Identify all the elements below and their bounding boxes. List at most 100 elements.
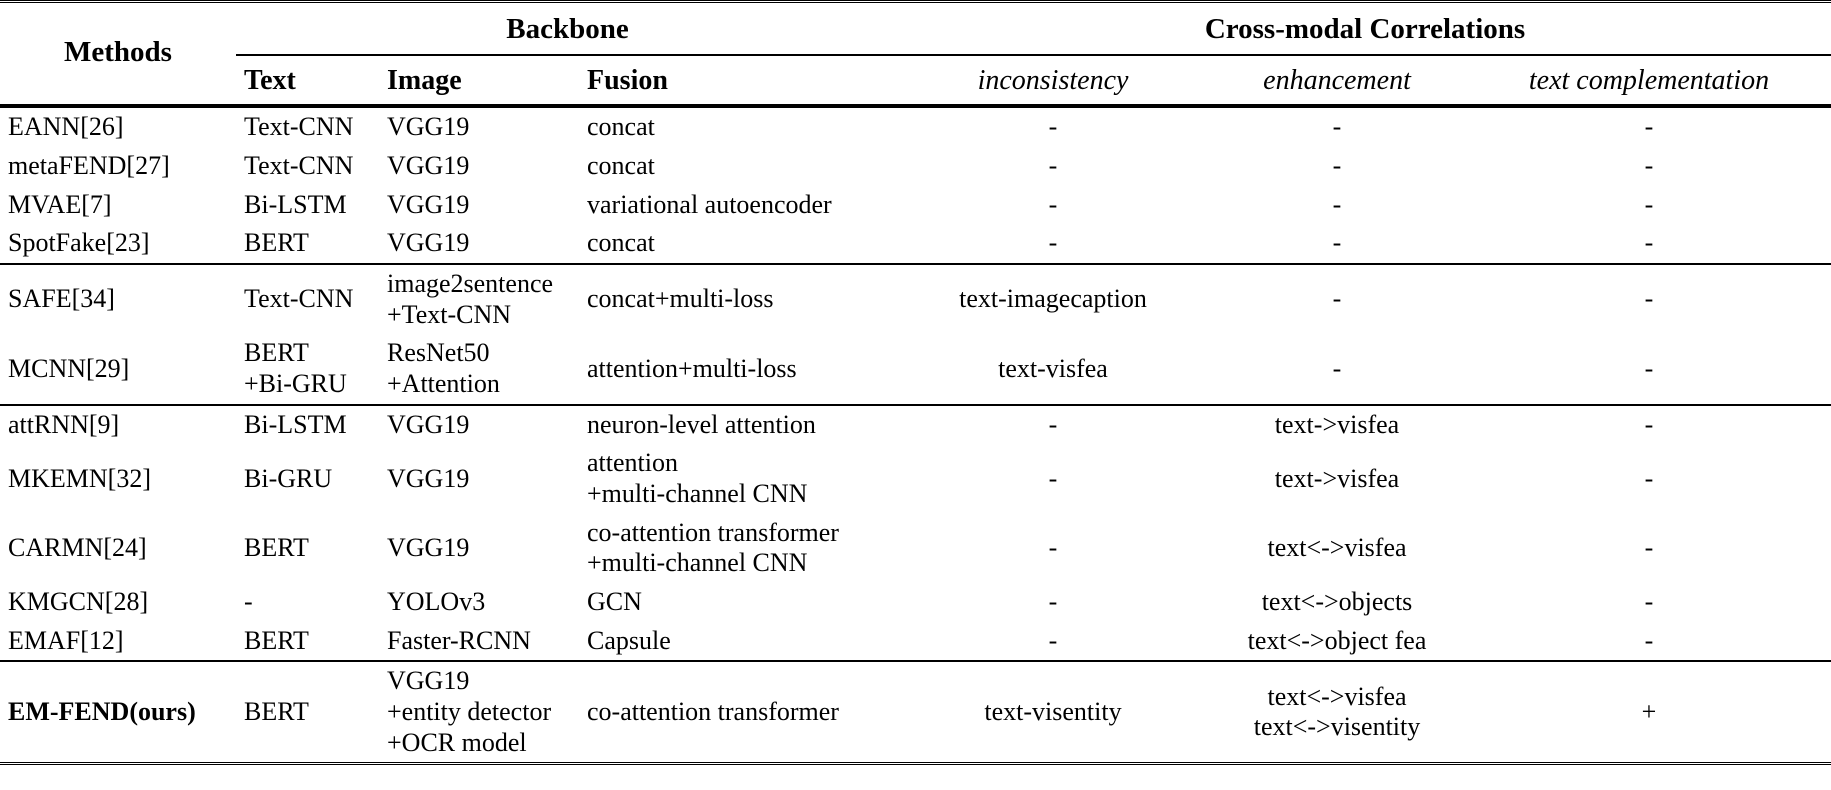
cell-method: EM-FEND(ours) [8, 697, 196, 726]
cell-image-backbone: Faster-RCNN [387, 625, 531, 655]
cell-method: EMAF[12] [8, 625, 124, 655]
cell-fusion: Capsule [587, 625, 671, 655]
header-group-cross-modal: Cross-modal Correlations [899, 3, 1831, 57]
header-enhancement: enhancement [1263, 65, 1411, 97]
cell-inconsistency: text-imagecaption [959, 284, 1147, 314]
cell-complementation: - [1644, 532, 1654, 562]
cell-method: attRNN[9] [8, 409, 120, 439]
cell-image-backbone: VGG19 [387, 409, 470, 439]
table-row: attRNN[9] Bi-LSTM VGG19 neuron-level attent… [0, 406, 1831, 445]
header-group-backbone: Backbone [236, 3, 899, 57]
header-methods: Methods [64, 35, 172, 68]
header-text: Text [244, 65, 296, 97]
cell-complementation: - [1644, 463, 1654, 493]
cell-method: CARMN[24] [8, 532, 147, 562]
sub-header-row: Text Image Fusion inconsistency enhancem… [0, 55, 1831, 105]
table-row: SAFE[34] Text-CNN image2sentence+Text-CNN c… [0, 265, 1831, 334]
cell-complementation: - [1644, 625, 1654, 655]
cell-image-backbone: VGG19 [387, 463, 470, 493]
cell-complementation: - [1644, 409, 1654, 439]
cell-image-backbone: VGG19 [387, 228, 470, 258]
cell-inconsistency: - [1048, 625, 1058, 655]
cell-method: EANN[26] [8, 112, 124, 142]
cell-inconsistency: - [1048, 532, 1058, 562]
cell-method: KMGCN[28] [8, 586, 149, 616]
cell-enhancement: - [1332, 112, 1342, 142]
header-inconsistency: inconsistency [977, 65, 1129, 97]
cell-text-backbone: Bi-LSTM [244, 409, 347, 439]
cell-fusion: co-attention transformer [587, 697, 839, 726]
cell-text-backbone: Bi-GRU [244, 463, 333, 493]
cell-image-backbone: VGG19 [387, 150, 470, 180]
cell-text-backbone: Text-CNN [244, 284, 354, 314]
cell-fusion: co-attention transformer+multi-channel C… [587, 517, 839, 578]
cell-method: MKEMN[32] [8, 463, 151, 493]
cell-enhancement: text->visfea [1274, 409, 1400, 439]
cell-text-backbone: BERT [244, 532, 309, 562]
cell-text-backbone: BERT [244, 697, 309, 726]
header-fusion: Fusion [587, 65, 668, 97]
cell-text-backbone: Text-CNN [244, 150, 354, 180]
cell-fusion: variational autoencoder [587, 189, 832, 219]
cell-inconsistency: - [1048, 150, 1058, 180]
cell-complementation: - [1644, 284, 1654, 314]
cell-method: MVAE[7] [8, 189, 112, 219]
cell-inconsistency: text-visfea [998, 353, 1108, 383]
group-header-row: Methods Backbone Cross-modal Correlation… [0, 3, 1831, 68]
cell-fusion: concat [587, 150, 655, 180]
header-image: Image [387, 65, 462, 97]
cell-enhancement: text<->visfea [1267, 532, 1407, 562]
cell-complementation: + [1641, 697, 1657, 726]
cell-method: SAFE[34] [8, 284, 115, 314]
cell-complementation: - [1644, 112, 1654, 142]
cell-inconsistency: - [1048, 112, 1058, 142]
cell-complementation: - [1644, 150, 1654, 180]
cell-image-backbone: VGG19 [387, 189, 470, 219]
table-row: EMAF[12] BERT Faster-RCNN Capsule - text<->ob… [0, 622, 1831, 662]
cell-inconsistency: text-visentity [984, 697, 1122, 726]
cell-fusion: attention+multi-loss [587, 353, 797, 383]
cell-fusion: concat+multi-loss [587, 284, 774, 314]
cell-complementation: - [1644, 353, 1654, 383]
header-text-complementation: text complementation [1528, 65, 1770, 97]
cell-fusion: neuron-level attention [587, 409, 816, 439]
cell-text-backbone: BERT [244, 625, 309, 655]
cell-image-backbone: VGG19 [387, 532, 470, 562]
cell-inconsistency: - [1048, 463, 1058, 493]
cell-image-backbone: YOLOv3 [387, 586, 486, 616]
cell-inconsistency: - [1048, 586, 1058, 616]
methods-comparison-table: Methods Backbone Cross-modal Correlation… [0, 0, 1831, 767]
cell-enhancement: - [1332, 228, 1342, 258]
cell-fusion: concat [587, 228, 655, 258]
header-bottom-rule [0, 104, 1831, 109]
cell-text-backbone: - [244, 586, 253, 616]
cell-method: MCNN[29] [8, 353, 130, 383]
cell-image-backbone: image2sentence+Text-CNN [387, 268, 554, 329]
cell-inconsistency: - [1048, 409, 1058, 439]
cell-method: SpotFake[23] [8, 228, 150, 258]
cell-enhancement: text<->object fea [1247, 625, 1427, 655]
table-top-rule [0, 0, 1831, 4]
cell-image-backbone: VGG19+entity detector+OCR model [387, 666, 552, 757]
cell-text-backbone: BERT [244, 228, 309, 258]
cell-enhancement: - [1332, 353, 1342, 383]
cell-image-backbone: ResNet50+Attention [387, 338, 500, 398]
table-row: CARMN[24] BERT VGG19 co-attention transform… [0, 514, 1831, 583]
cell-fusion: GCN [587, 586, 642, 616]
cell-text-backbone: Text-CNN [244, 112, 354, 142]
cell-method: metaFEND[27] [8, 150, 170, 180]
cell-enhancement: - [1332, 189, 1342, 219]
cell-fusion: concat [587, 112, 655, 142]
cell-text-backbone: BERT+Bi-GRU [244, 338, 347, 398]
cell-inconsistency: - [1048, 228, 1058, 258]
cell-enhancement: text<->objects [1261, 586, 1413, 616]
cell-image-backbone: VGG19 [387, 112, 470, 142]
table-row: EANN[26] Text-CNN VGG19 concat - - - [0, 107, 1831, 147]
